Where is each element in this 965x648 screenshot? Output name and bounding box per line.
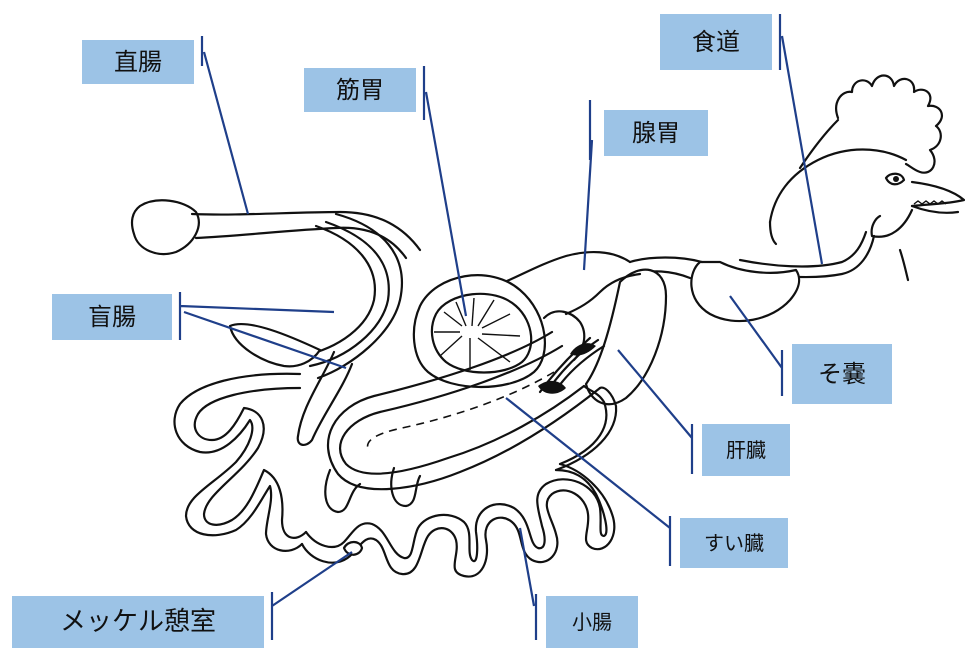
eye-pupil <box>893 176 899 182</box>
intestine-mid-coil <box>325 470 360 512</box>
rectum-top <box>192 212 420 250</box>
ceca-strand-3 <box>302 226 375 356</box>
cloaca <box>132 200 199 254</box>
label-pancreas: すい臓 <box>680 518 788 568</box>
label-cecum: 盲腸 <box>52 294 172 340</box>
esophagus-lower <box>748 236 874 277</box>
leader-proventriculus <box>584 100 592 270</box>
small-intestine <box>174 374 616 577</box>
head-back <box>800 120 838 168</box>
gizzard-outer <box>414 275 545 387</box>
leader-esophagus <box>780 14 822 264</box>
leader-gizzard <box>424 66 466 316</box>
beak-lower <box>912 206 958 213</box>
head-outline <box>770 150 906 223</box>
cecum-left <box>230 324 320 366</box>
neck-left <box>770 222 776 244</box>
chicken-head <box>770 76 964 281</box>
leader-meckel <box>272 552 352 640</box>
wattle <box>872 210 912 237</box>
label-gizzard: 筋胃 <box>304 68 416 112</box>
liver <box>586 270 666 405</box>
comb <box>836 76 942 173</box>
meckel-diverticulum <box>344 542 362 555</box>
label-proventriculus: 腺胃 <box>604 110 708 156</box>
gizzard <box>414 275 545 387</box>
rectum-ceca <box>132 200 420 445</box>
label-rectum: 直腸 <box>82 40 194 84</box>
label-esophagus: 食道 <box>660 14 772 70</box>
esophagus-upper <box>740 232 866 266</box>
label-small-intestine: 小腸 <box>546 596 638 648</box>
esophagus-to-stomach-top <box>630 258 702 263</box>
label-meckel: メッケル憩室 <box>12 596 264 648</box>
label-crop: そ嚢 <box>792 344 892 404</box>
throat-line <box>900 250 908 280</box>
leader-rectum <box>202 36 248 214</box>
intestine-coil-outer <box>302 464 614 577</box>
label-liver: 肝臓 <box>702 424 790 476</box>
crop-sac <box>691 262 799 321</box>
